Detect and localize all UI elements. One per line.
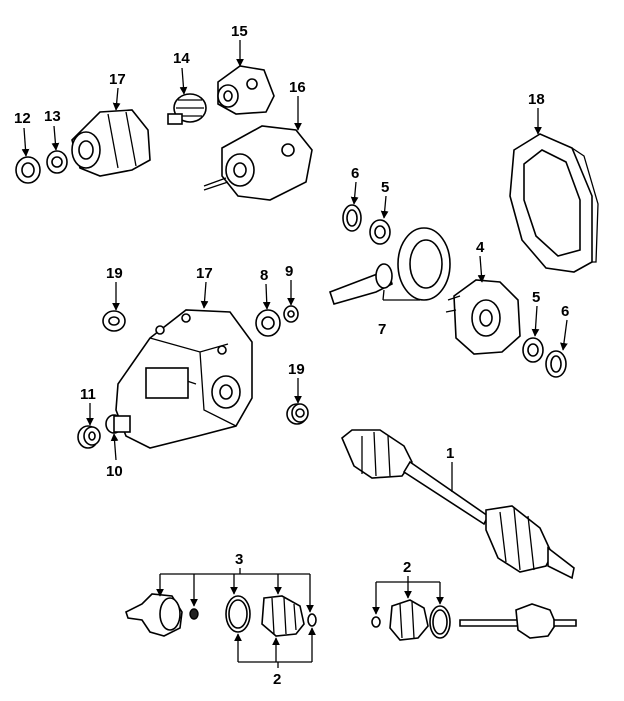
callout-8: 8 [260, 267, 268, 284]
callout-14: 14 [173, 50, 190, 67]
part-17-housing-top [71, 109, 151, 177]
part-1-axle-shaft [341, 429, 575, 580]
callout-labels: 12 13 17 14 15 16 18 6 5 4 5 6 7 19 17 8… [14, 23, 569, 688]
part-19-seal-lower [286, 403, 309, 425]
callout-10: 10 [106, 463, 123, 480]
part-17-main-housing [115, 309, 253, 449]
callout-6-upper: 6 [351, 165, 359, 182]
callout-2-left: 2 [273, 671, 281, 688]
part-19-seal-upper [102, 310, 126, 332]
callout-16: 16 [289, 79, 306, 96]
part-4-differential-carrier [445, 279, 521, 355]
part-8-bearing [255, 309, 281, 337]
part-5-bearing-lower [522, 337, 544, 363]
part-2-boot-right [389, 599, 429, 641]
part-16-assembly [203, 125, 313, 201]
part-5-bearing-upper [369, 219, 391, 245]
callout-7: 7 [378, 321, 386, 338]
callout-2-right: 2 [403, 559, 411, 576]
callout-5-upper: 5 [381, 179, 389, 196]
callout-17-main: 17 [196, 265, 213, 282]
part-18-cover [509, 133, 599, 273]
callout-19-lower: 19 [288, 361, 305, 378]
leader-lines [21, 40, 568, 668]
part-outer-cv-joint [459, 603, 577, 639]
part-clamp-ring-right [429, 605, 451, 639]
part-11-nut [77, 425, 101, 449]
part-small-clamp [189, 608, 199, 620]
part-7-ring-and-pinion [328, 227, 451, 305]
callout-1: 1 [446, 445, 454, 462]
callout-15: 15 [231, 23, 248, 40]
part-6-seal-upper [342, 204, 362, 232]
part-12-seal [15, 156, 41, 184]
callout-4: 4 [476, 239, 485, 256]
callout-12: 12 [14, 110, 31, 127]
callout-3: 3 [235, 551, 243, 568]
part-6-seal-lower [545, 350, 567, 378]
callout-5-lower: 5 [532, 289, 540, 306]
part-3-clamp-ring [225, 595, 251, 633]
part-2-boot-left [261, 595, 305, 637]
callout-6-lower: 6 [561, 303, 569, 320]
callout-13: 13 [44, 108, 61, 125]
callout-17-top: 17 [109, 71, 126, 88]
part-small-clamp-right [371, 616, 381, 628]
part-inner-joint [125, 593, 183, 637]
part-10-flange [105, 414, 131, 434]
part-13-bearing [46, 150, 68, 174]
part-14-pinion-gear [167, 93, 207, 125]
callout-19-upper: 19 [106, 265, 123, 282]
part-15-assembly [217, 65, 275, 115]
callout-9: 9 [285, 263, 293, 280]
part-small-ring [307, 613, 317, 627]
callout-11: 11 [80, 386, 96, 403]
callout-18: 18 [528, 91, 545, 108]
part-9-shim [283, 305, 299, 323]
